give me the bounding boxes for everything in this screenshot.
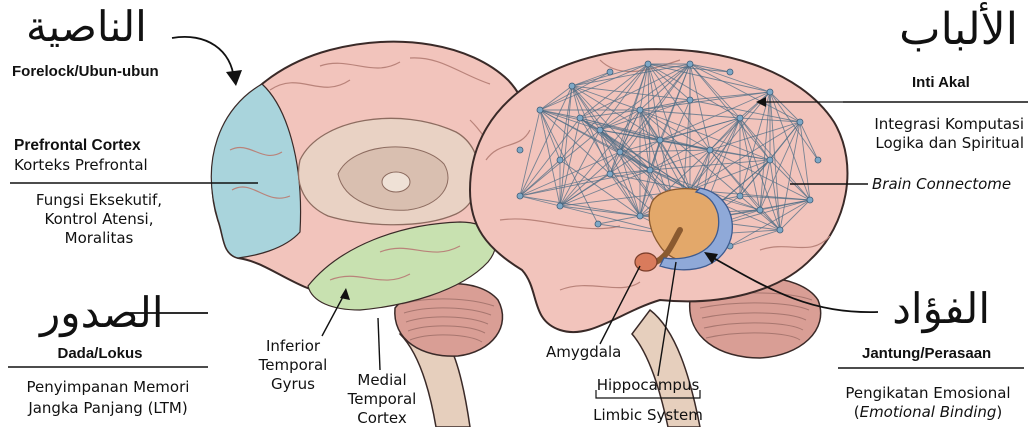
connectome-node (557, 157, 563, 163)
connectome-node (815, 157, 821, 163)
connectome-node (727, 69, 733, 75)
emotional-desc-line-2: (Emotional Binding) (828, 404, 1028, 421)
sudur-arabic-title: الصدور (40, 292, 164, 334)
connectome-node (647, 167, 653, 173)
connectome-node (617, 149, 623, 155)
connectome-node (737, 115, 743, 121)
connectome-node (807, 197, 813, 203)
inferior-temporal-line-2: Temporal (248, 357, 338, 374)
integration-desc-line-1: Integrasi Komputasi (818, 116, 1024, 133)
connectome-node (569, 83, 575, 89)
connectome-node (687, 97, 693, 103)
connectome-node (657, 137, 663, 143)
connectome-node (517, 193, 523, 199)
ltm-desc-line-2: Jangka Panjang (LTM) (8, 400, 208, 417)
forelock-arrow-curve (172, 37, 234, 80)
connectome-node (767, 89, 773, 95)
connectome-node (645, 61, 651, 67)
dada-lokus-label: Dada/Lokus (20, 345, 180, 362)
connectome-node (797, 119, 803, 125)
connectome-node (767, 157, 773, 163)
connectome-node (687, 61, 693, 67)
connectome-node (777, 227, 783, 233)
connectome-node (607, 69, 613, 75)
ltm-desc-line-1: Penyimpanan Memori (8, 379, 208, 396)
connectome-node (577, 115, 583, 121)
connectome-node (517, 147, 523, 153)
inferior-temporal-line-1: Inferior (248, 338, 338, 355)
paren-close: ) (996, 403, 1002, 421)
connectome-node (537, 107, 543, 113)
connectome-node (707, 147, 713, 153)
prefrontal-cortex-title: Prefrontal Cortex (14, 137, 141, 155)
forelock-label: Forelock/Ubun-ubun (12, 63, 159, 80)
medial-temporal-line-2: Temporal (342, 391, 422, 408)
connectome-node (595, 221, 601, 227)
limbic-system-label: Limbic System (582, 407, 714, 424)
prefrontal-function-line-2: Kontrol Atensi, (14, 211, 184, 228)
connectome-node (557, 203, 563, 209)
connectome-node (597, 127, 603, 133)
inti-akal-label: Inti Akal (912, 74, 970, 91)
forelock-arrowhead (226, 70, 242, 86)
inferior-temporal-line-3: Gyrus (248, 376, 338, 393)
emotional-desc-line-1: Pengikatan Emosional (828, 385, 1028, 402)
medial-temporal-leader (378, 318, 380, 370)
connectome-node (637, 107, 643, 113)
medial-temporal-line-3: Cortex (342, 410, 422, 427)
emotional-binding-term: Emotional Binding (860, 403, 997, 421)
brain-connectome-label: Brain Connectome (872, 176, 1011, 193)
connectome-node (757, 207, 763, 213)
connectome-node (737, 193, 743, 199)
hippocampus-label: Hippocampus (586, 377, 710, 394)
jantung-perasaan-label: Jantung/Perasaan (862, 345, 991, 362)
prefrontal-cortex-subtitle: Korteks Prefrontal (14, 157, 148, 174)
connectome-node (637, 213, 643, 219)
albab-arabic-title: الألباب (840, 8, 1018, 52)
prefrontal-function-line-3: Moralitas (14, 230, 184, 247)
medial-temporal-line-1: Medial (342, 372, 422, 389)
naseyah-arabic-title: الناصية (26, 6, 147, 48)
integration-desc-line-2: Logika dan Spiritual (818, 135, 1024, 152)
fuad-arabic-title: الفؤاد (880, 288, 990, 330)
amygdala-label: Amygdala (546, 344, 621, 361)
connectome-node (607, 171, 613, 177)
prefrontal-function-line-1: Fungsi Eksekutif, (14, 192, 184, 209)
ventricle (382, 172, 410, 192)
